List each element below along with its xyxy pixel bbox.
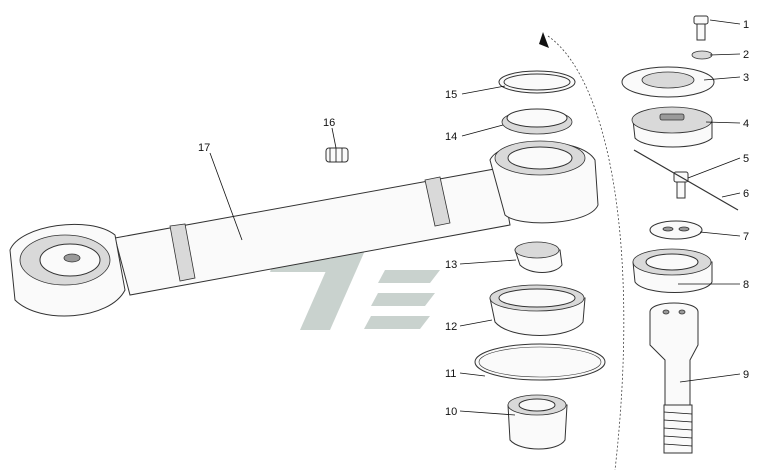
callout-3: 3 [743,72,749,84]
callout-13: 13 [445,259,457,271]
cap-plate-3 [621,66,715,98]
bolt-1 [693,15,709,41]
assembly-arrow [539,32,549,48]
callout-7: 7 [743,231,749,243]
insert-7 [649,220,703,240]
callout-15: 15 [445,89,457,101]
ring-11 [474,343,606,381]
callout-labels: 1 2 3 4 5 6 7 8 9 10 11 12 13 14 15 16 1… [198,19,749,418]
bolt-5 [673,171,689,199]
callout-4: 4 [743,118,749,130]
callout-5: 5 [743,153,749,165]
callout-9: 9 [743,369,749,381]
callout-11: 11 [445,368,456,380]
cap-4 [631,106,713,148]
seal-12 [489,284,586,336]
wire-6 [633,149,739,211]
nut-10 [507,394,568,450]
callout-8: 8 [743,279,749,291]
assembly-path-dashed [547,35,625,471]
callout-16: 16 [323,117,335,129]
callout-12: 12 [445,321,457,333]
callout-14: 14 [445,131,457,143]
cover-14 [501,108,573,135]
callout-17: 17 [198,142,210,154]
callout-10: 10 [445,406,457,418]
liner-13 [514,241,563,273]
callout-6: 6 [743,188,749,200]
ball-pin-9 [649,302,699,454]
grease-fitting-16 [325,147,349,163]
washer-2 [691,50,713,60]
leader-lines [209,19,741,416]
bushing-8 [632,248,713,293]
callout-2: 2 [743,49,749,61]
callout-1: 1 [743,19,749,31]
tie-rod-17 [9,140,599,317]
